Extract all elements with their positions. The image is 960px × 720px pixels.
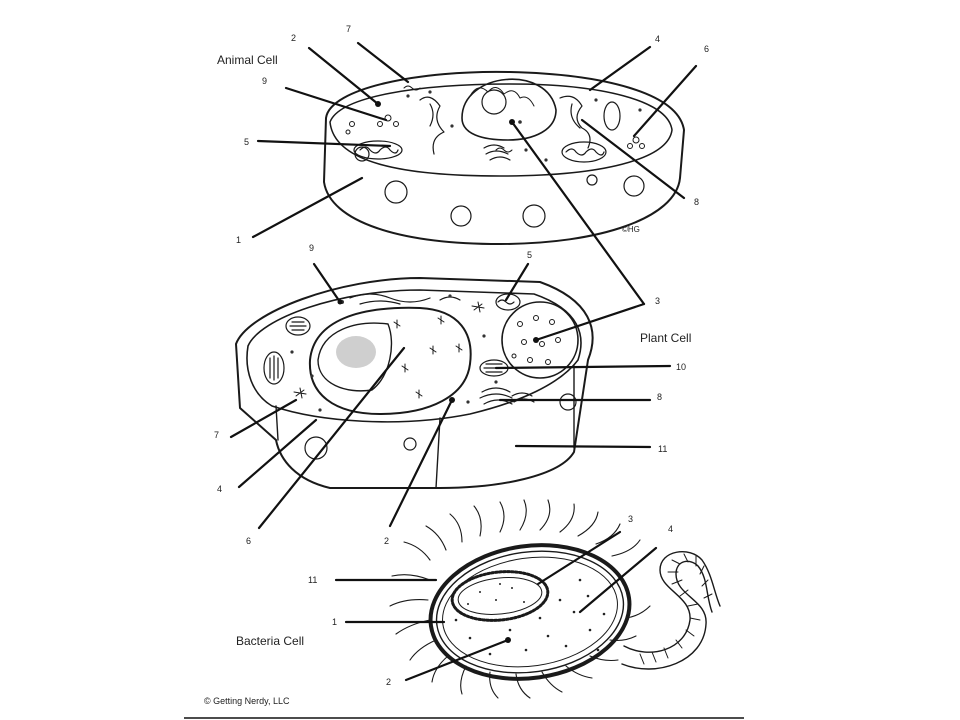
copyright-text: © Getting Nerdy, LLC [204, 696, 290, 706]
animal-label-8: 8 [694, 197, 699, 207]
plant-label-8: 8 [657, 392, 662, 402]
plant-cell-chromatin [394, 316, 462, 398]
plant-cell-illustration [236, 278, 593, 488]
plant-label-7: 7 [214, 430, 219, 440]
plant-cell-title: Plant Cell [640, 331, 691, 345]
bacteria-cell-nucleoid [450, 567, 550, 625]
animal-label-9: 9 [262, 76, 267, 86]
plant-label-9: 9 [309, 243, 314, 253]
plant-label-6: 6 [246, 536, 251, 546]
animal-label-4: 4 [655, 34, 660, 44]
animal-cell-nucleus [462, 79, 556, 140]
plant-label-4: 4 [217, 484, 222, 494]
animal-cell-er [420, 96, 590, 154]
plant-label-2: 2 [384, 536, 389, 546]
bacteria-cell-ribosomes [455, 579, 606, 656]
animal-cell-leader-lines [253, 43, 696, 304]
bacteria-cell-title: Bacteria Cell [236, 634, 304, 648]
bacteria-label-1: 1 [332, 617, 337, 627]
animal-label-6: 6 [704, 44, 709, 54]
plant-label-10: 10 [676, 362, 686, 372]
animal-label-5: 5 [244, 137, 249, 147]
animal-cell-ribosomes [404, 86, 512, 152]
bacteria-label-2: 2 [386, 677, 391, 687]
plant-cell-membrane [247, 290, 581, 422]
animal-cell-centrioles [346, 115, 645, 149]
bacteria-cell-pili [390, 500, 650, 698]
animal-label-2: 2 [291, 33, 296, 43]
bacteria-cell-flagellum [622, 552, 720, 669]
plant-cell-nucleolus [336, 336, 376, 368]
animal-label-7: 7 [346, 24, 351, 34]
plant-label-5: 5 [527, 250, 532, 260]
animal-cell-nucleolus [482, 90, 506, 114]
plant-label-11: 11 [658, 444, 667, 454]
bacteria-label-4: 4 [668, 524, 673, 534]
plant-cell-nucleus [310, 308, 471, 414]
plant-cell-ribosomes [294, 302, 484, 398]
plant-cell-wall-pores [305, 394, 576, 459]
plant-cell-er [350, 294, 460, 304]
plant-cell-wall [236, 278, 593, 488]
animal-cell-title: Animal Cell [217, 53, 278, 67]
artist-signature: ©HG [622, 225, 640, 234]
bacteria-label-3: 3 [628, 514, 633, 524]
animal-label-1: 1 [236, 235, 241, 245]
animal-label-3: 3 [655, 296, 660, 306]
animal-cell-golgi [484, 145, 510, 160]
animal-cell-top-surface [330, 84, 672, 176]
bacteria-label-11: 11 [308, 575, 317, 585]
